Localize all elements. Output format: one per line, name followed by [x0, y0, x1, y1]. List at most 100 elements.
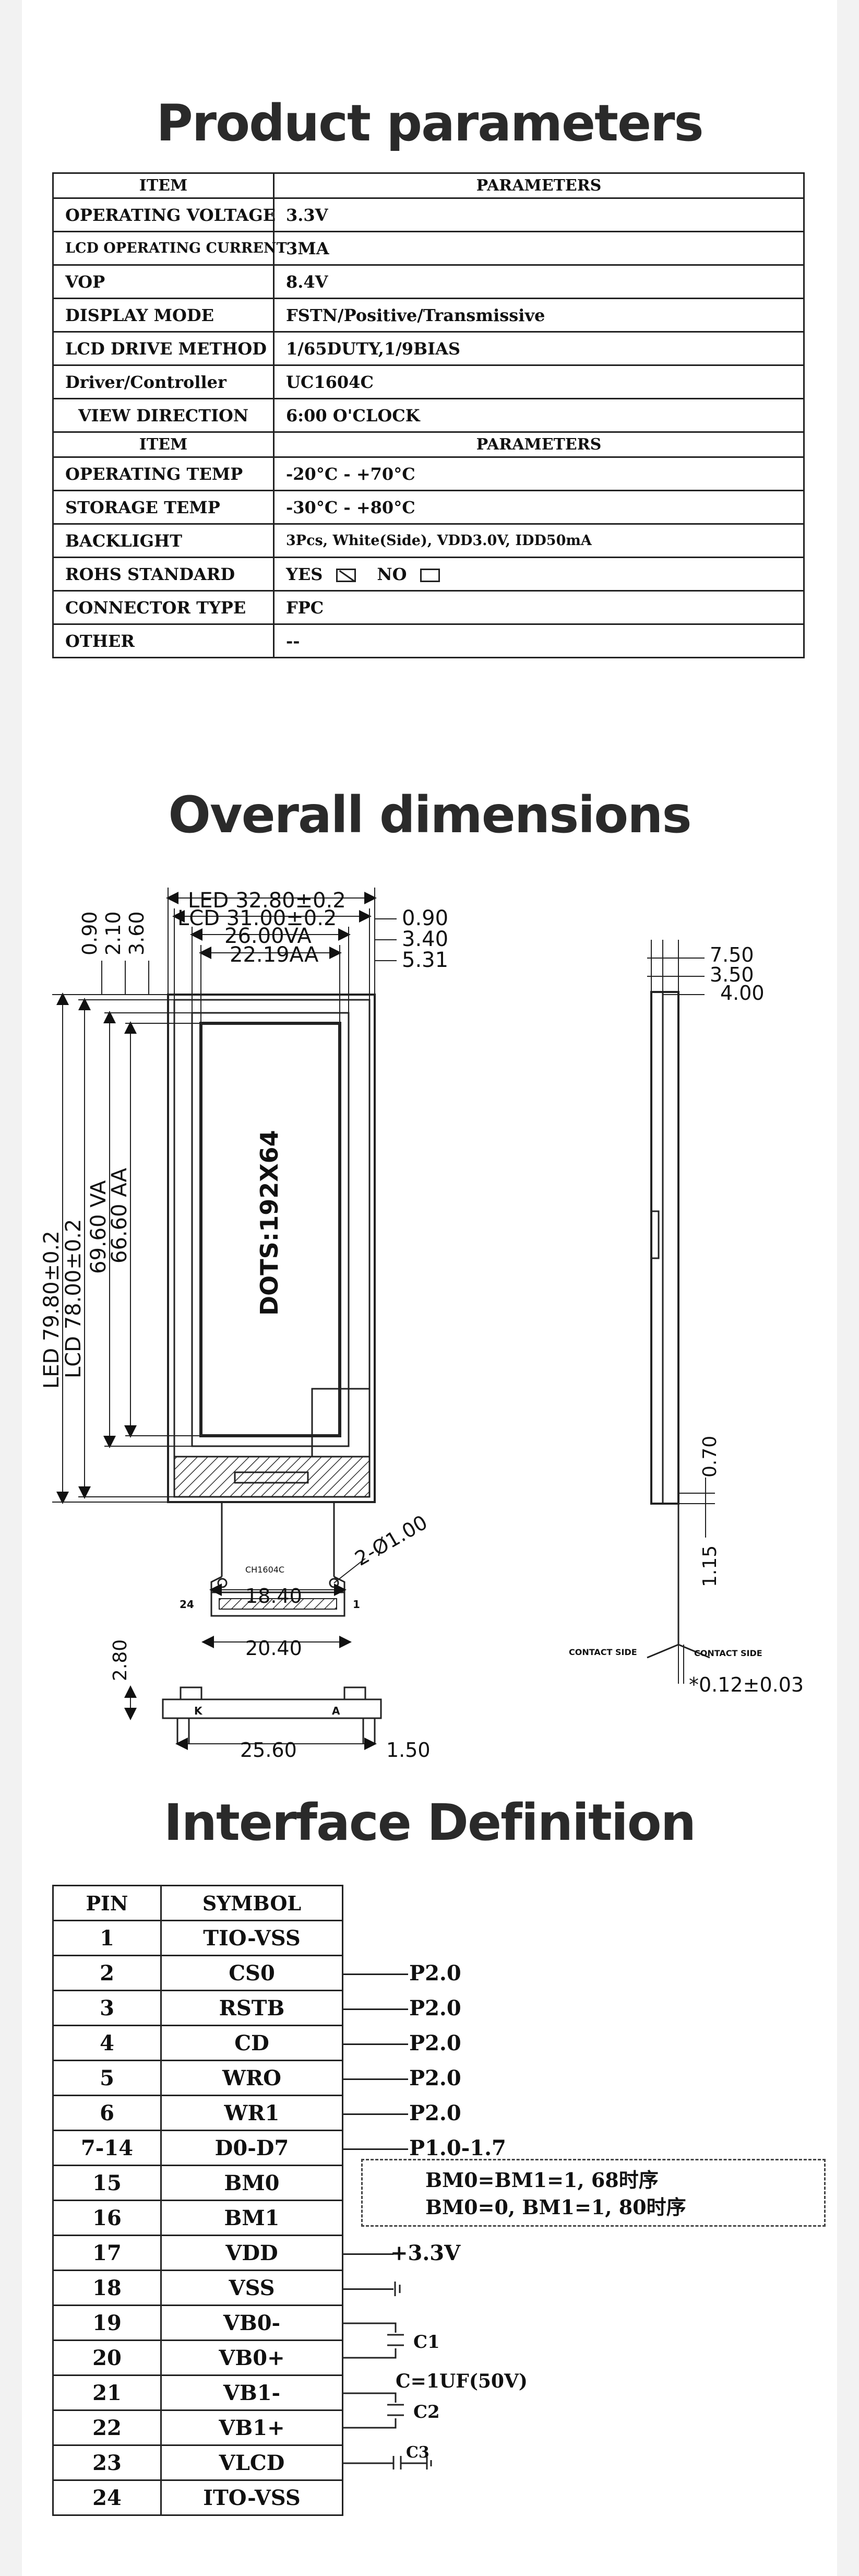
dim-150: 1.50: [386, 1739, 431, 1762]
table-header-row: ITEM PARAMETERS: [52, 431, 805, 458]
pin-symbol: RSTB: [160, 1990, 343, 2026]
bus-mode-note: BM0=BM1=1, 68时序 BM0=0, BM1=1, 80时序: [361, 2159, 826, 2227]
conn-d0-d7: P1.0-1.7: [409, 2136, 506, 2160]
pin-symbol: BM0: [160, 2165, 343, 2201]
rohs-no-checkbox: [420, 569, 440, 582]
bottom-view-body: [162, 1698, 382, 1719]
cap-value-label: C=1UF(50V): [396, 2370, 528, 2392]
header-parameters: PARAMETERS: [273, 431, 805, 458]
param-item: OTHER: [52, 623, 275, 658]
dim-pitch-1840: 18.40: [245, 1585, 302, 1608]
pin-symbol: VDD: [160, 2235, 343, 2271]
param-item: LCD OPERATING CURRENT: [52, 231, 287, 266]
table-header-row: ITEM PARAMETERS: [52, 172, 805, 199]
dim-aa-width: 22.19AA: [230, 943, 319, 967]
pin-symbol: CD: [160, 2025, 343, 2061]
pin-number: 22: [52, 2409, 162, 2446]
bottom-view-tab-right: [343, 1686, 366, 1700]
table-row: VIEW DIRECTION 6:00 O'CLOCK: [52, 398, 805, 433]
fpc-thickness: *0.12±0.03: [689, 1673, 804, 1696]
rohs-yes-label: YES: [286, 564, 323, 584]
side-dim-070: 0.70: [699, 1436, 721, 1478]
cap-c3-label: C3: [406, 2443, 430, 2462]
mode-line-68: BM0=BM1=1, 68时序: [425, 2168, 659, 2192]
product-parameters-title: Product parameters: [156, 94, 703, 152]
mode-line-80: BM0=0, BM1=1, 80时序: [425, 2195, 686, 2219]
pin-symbol: VB1+: [160, 2409, 343, 2446]
dim-right-340: 3.40: [402, 927, 448, 951]
wire-d0-d7: [343, 2148, 408, 2150]
overall-dimensions-title: Overall dimensions: [168, 786, 691, 844]
side-tab: [650, 1210, 660, 1259]
param-item: BACKLIGHT: [52, 523, 275, 558]
pin-number: 17: [52, 2235, 162, 2271]
wire-rstb: [343, 2008, 408, 2010]
table-row: BACKLIGHT 3Pcs, White(Side), VDD3.0V, ID…: [52, 523, 805, 558]
pin-number: 2: [52, 1955, 162, 1991]
pin-number: 21: [52, 2374, 162, 2411]
param-item: STORAGE TEMP: [52, 490, 275, 525]
dim-lcd-width: LCD 31.00±0.2: [177, 906, 337, 930]
header-parameters: PARAMETERS: [273, 172, 805, 199]
dots-label: DOTS:192X64: [255, 1130, 283, 1316]
conn-rstb: P2.0: [409, 1996, 461, 2020]
pin-symbol: D0-D7: [160, 2130, 343, 2166]
contact-side-right: CONTACT SIDE: [694, 1648, 762, 1658]
dim-2560: 25.60: [240, 1739, 297, 1762]
wire-wr1: [343, 2113, 408, 2115]
table-row: STORAGE TEMP -30°C - +80°C: [52, 490, 805, 525]
ic-chip: [234, 1471, 309, 1484]
pin-symbol: VB0-: [160, 2305, 343, 2341]
dim-aa-height: 66.60 AA: [108, 1167, 132, 1263]
param-item: OPERATING VOLTAGE: [52, 197, 276, 232]
param-item: VOP: [52, 264, 275, 299]
fpc-hole-left: [217, 1578, 228, 1588]
param-value: 3Pcs, White(Side), VDD3.0V, IDD50mA: [273, 523, 805, 558]
pin-symbol: VLCD: [160, 2444, 343, 2481]
dim-led-width: LED 32.80±0.2: [188, 889, 346, 913]
header-pin: PIN: [52, 1885, 162, 1921]
table-row: VOP 8.4V: [52, 264, 805, 299]
pin-symbol: BM1: [160, 2200, 343, 2236]
dim-right-531: 5.31: [402, 948, 448, 972]
pin-number: 5: [52, 2060, 162, 2096]
front-view: [52, 888, 397, 1750]
param-item: DISPLAY MODE: [52, 298, 275, 333]
pin-number: 6: [52, 2095, 162, 2131]
chip-label: CH1604C: [245, 1565, 284, 1575]
wire-vss: [343, 2288, 393, 2290]
bottom-view-tab-left: [180, 1686, 202, 1700]
table-row: LCD DRIVE METHOD 1/65DUTY,1/9BIAS: [52, 331, 805, 366]
dim-left-360: 3.60: [125, 911, 148, 955]
contact-side-left: CONTACT SIDE: [569, 1647, 637, 1657]
pin-number: 1: [52, 1920, 162, 1956]
param-item: CONNECTOR TYPE: [52, 590, 275, 625]
parameters-table: ITEM PARAMETERS OPERATING VOLTAGE 3.3V L…: [52, 172, 805, 658]
pin-number: 7-14: [52, 2130, 162, 2166]
dimension-drawing: LED 32.80±0.2 LCD 31.00±0.2 26.00VA 22.1…: [40, 888, 804, 1762]
dim-hole: 2-Ø1.00: [351, 1510, 432, 1570]
param-value: 3.3V: [273, 197, 805, 232]
pin-number: 24: [52, 2479, 162, 2516]
pin-number: 3: [52, 1990, 162, 2026]
side-body: [650, 991, 679, 1505]
param-value: 1/65DUTY,1/9BIAS: [273, 331, 805, 366]
table-row: Driver/Controller UC1604C: [52, 364, 805, 399]
pin-number: 18: [52, 2270, 162, 2306]
rohs-yes-checkbox: [336, 569, 356, 582]
param-value: 6:00 O'CLOCK: [273, 398, 805, 433]
conn-cd: P2.0: [409, 2031, 461, 2055]
param-value: -30°C - +80°C: [273, 490, 805, 525]
dim-lcd-height: LCD 78.00±0.2: [62, 1219, 86, 1378]
